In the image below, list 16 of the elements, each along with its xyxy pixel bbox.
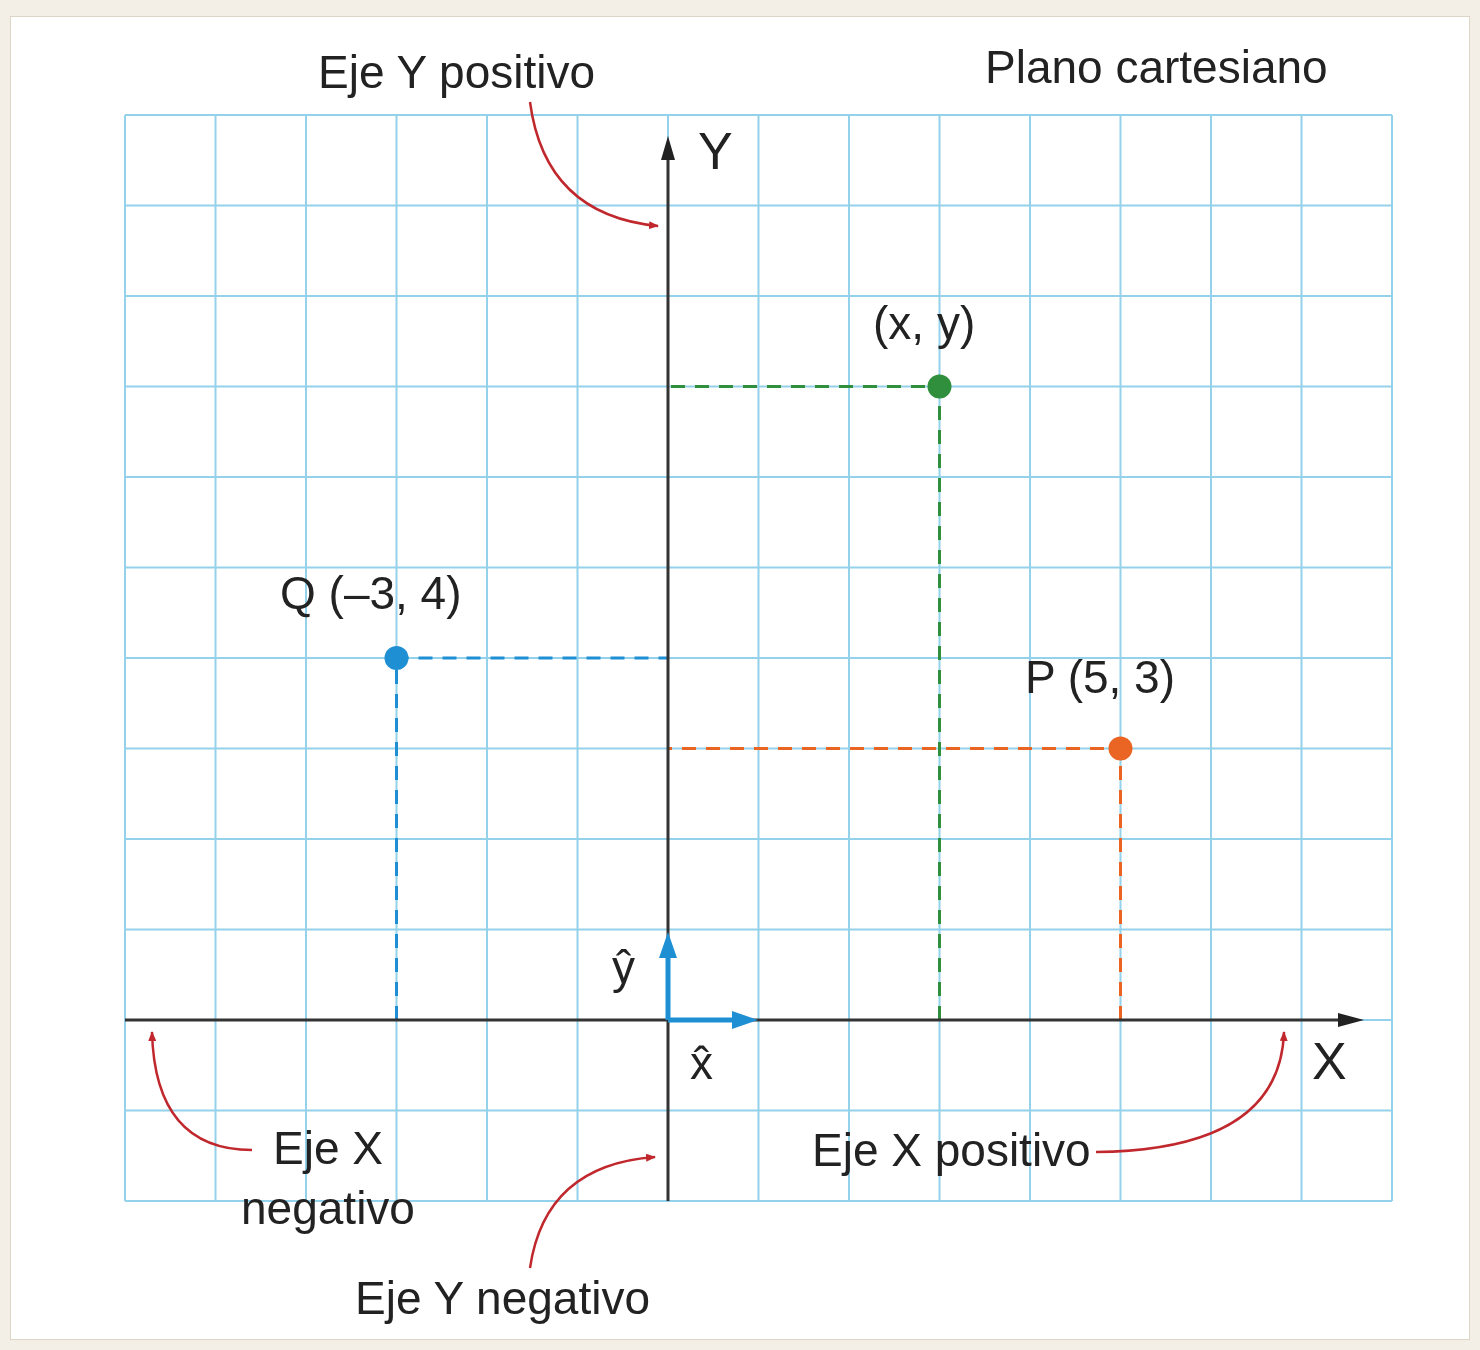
axis-caption: Eje Y negativo [355,1268,715,1328]
axis-label: X [1312,1031,1347,1092]
axis-caption: Eje X negativo [222,1118,434,1242]
point-label: (x, y) [873,296,976,351]
point-label: Q (–3, 4) [280,566,462,621]
axis-caption: Eje Y positivo [318,42,678,102]
leader-arrow [148,1031,253,1152]
axis-caption: Eje X positivo [812,1120,1094,1180]
title: Plano cartesiano [985,40,1328,95]
leader-arrow [1095,1031,1288,1154]
point-label: P (5, 3) [1025,650,1175,705]
axis-label: Y [698,121,733,182]
leader-arrow [528,1154,656,1269]
leader-arrow [528,101,659,229]
unit-vector-label: ŷ [612,940,635,995]
unit-vector-label: x̂ [690,1036,713,1091]
